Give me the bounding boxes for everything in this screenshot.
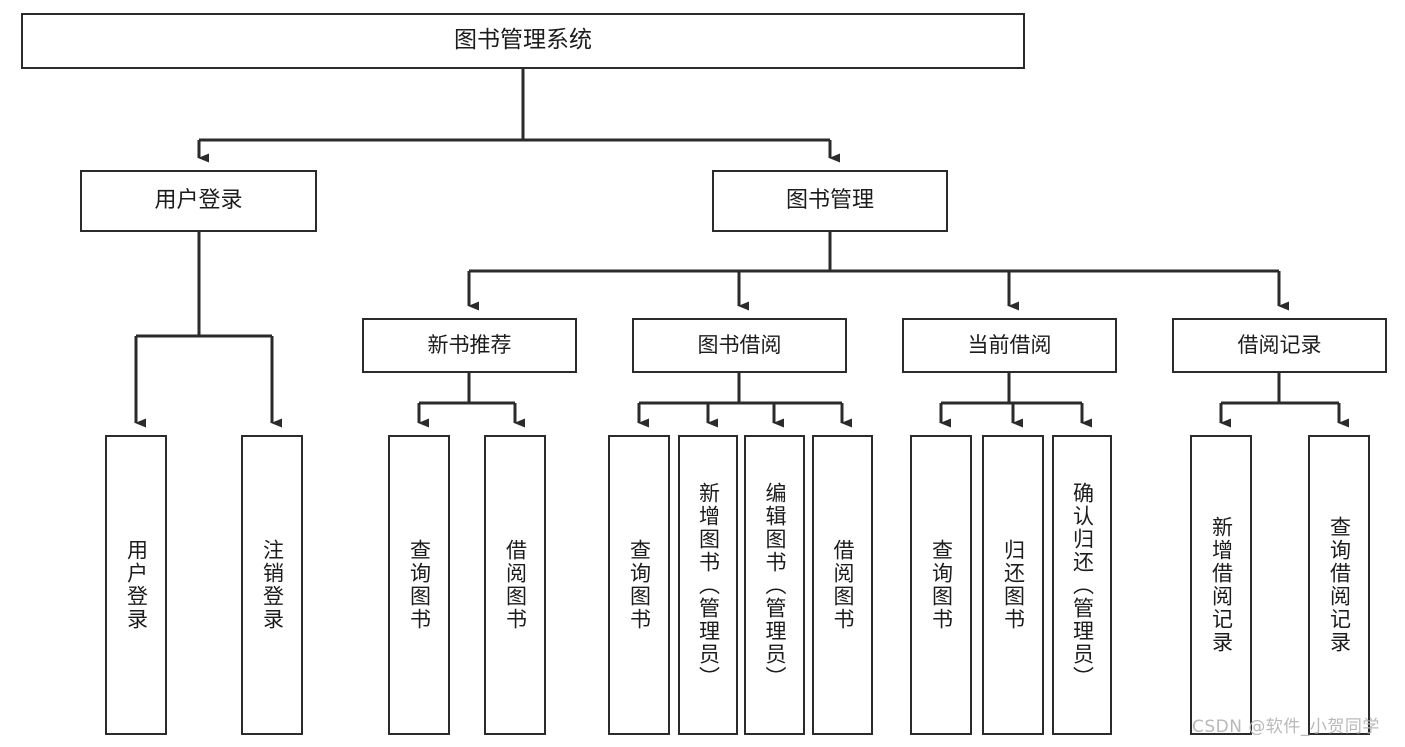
leaf-recommend-borrow-book[interactable]: 借阅图书 bbox=[484, 435, 546, 735]
leaf-recommend-query-book[interactable]: 查询图书 bbox=[388, 435, 450, 735]
leaf-user-logout[interactable]: 注销登录 bbox=[241, 435, 303, 735]
node-root-system[interactable]: 图书管理系统 bbox=[21, 13, 1025, 69]
node-borrow-record[interactable]: 借阅记录 bbox=[1172, 318, 1387, 373]
node-label: 查询借阅记录 bbox=[1327, 516, 1352, 654]
leaf-current-return-book[interactable]: 归还图书 bbox=[982, 435, 1044, 735]
node-label: 借阅图书 bbox=[831, 539, 855, 631]
node-label: 新书推荐 bbox=[427, 333, 512, 358]
leaf-borrow-add-book[interactable]: 新增图书（管理员） bbox=[678, 435, 738, 735]
node-label: 新增借阅记录 bbox=[1209, 516, 1234, 654]
node-label: 确认归还（管理员） bbox=[1070, 481, 1095, 689]
node-label: 用户登录 bbox=[124, 539, 149, 631]
leaf-user-login[interactable]: 用户登录 bbox=[105, 435, 167, 735]
node-label: 借阅记录 bbox=[1237, 333, 1322, 358]
node-label: 用户登录 bbox=[154, 188, 243, 214]
leaf-record-add-record[interactable]: 新增借阅记录 bbox=[1190, 435, 1252, 735]
node-label: 查询图书 bbox=[929, 539, 954, 631]
node-label: 当前借阅 bbox=[967, 333, 1052, 358]
csdn-watermark: CSDN @软件_小贺同学 bbox=[1192, 717, 1380, 737]
leaf-current-confirm-return[interactable]: 确认归还（管理员） bbox=[1052, 435, 1112, 735]
leaf-borrow-lend-book[interactable]: 借阅图书 bbox=[812, 435, 873, 735]
node-label: 新增图书（管理员） bbox=[696, 481, 721, 689]
leaf-borrow-query-book[interactable]: 查询图书 bbox=[608, 435, 670, 735]
node-label: 查询图书 bbox=[627, 539, 652, 631]
node-label: 图书借阅 bbox=[697, 333, 782, 358]
node-label: 图书管理 bbox=[785, 188, 874, 214]
node-label: 图书管理系统 bbox=[454, 27, 592, 54]
node-label: 编辑图书（管理员） bbox=[763, 481, 787, 689]
node-book-borrow[interactable]: 图书借阅 bbox=[632, 318, 847, 373]
leaf-current-query-book[interactable]: 查询图书 bbox=[910, 435, 972, 735]
node-book-manage[interactable]: 图书管理 bbox=[712, 170, 948, 232]
node-label: 归还图书 bbox=[1001, 539, 1026, 631]
leaf-record-query-record[interactable]: 查询借阅记录 bbox=[1308, 435, 1370, 735]
leaf-borrow-edit-book[interactable]: 编辑图书（管理员） bbox=[744, 435, 805, 735]
node-label: 借阅图书 bbox=[503, 539, 528, 631]
node-label: 查询图书 bbox=[407, 539, 432, 631]
node-label: 注销登录 bbox=[260, 539, 285, 631]
node-current-borrow[interactable]: 当前借阅 bbox=[902, 318, 1117, 373]
node-user-login[interactable]: 用户登录 bbox=[80, 170, 317, 232]
node-new-book-recommend[interactable]: 新书推荐 bbox=[362, 318, 577, 373]
